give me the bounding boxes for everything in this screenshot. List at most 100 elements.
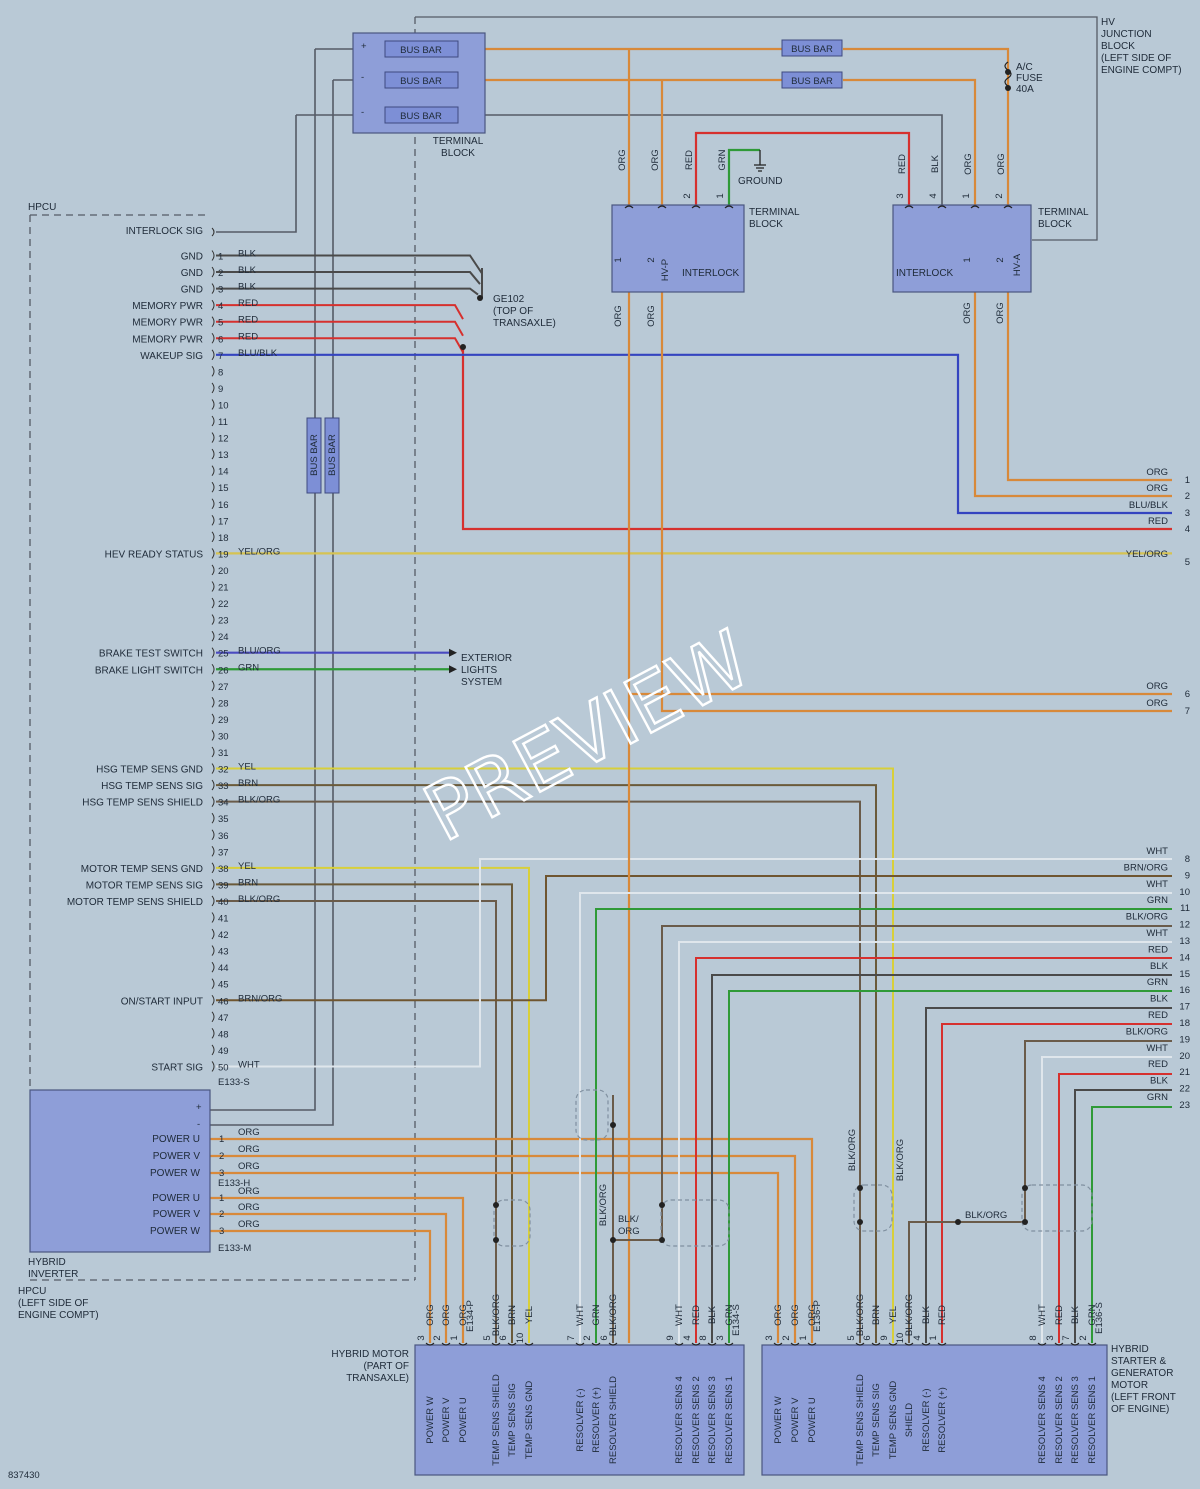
bus-bar-vertical-1 — [200, 49, 316, 1111]
arrow-icon — [449, 648, 457, 657]
component-pin-name: TEMP SENS SHIELD — [491, 1374, 502, 1466]
terminal-pin — [1003, 205, 1013, 209]
shield-outline — [1021, 1184, 1093, 1232]
bus-bar-label: BUS BAR — [327, 434, 338, 476]
pin-number: 6 — [218, 334, 223, 345]
wire-color-label: RED — [684, 150, 695, 170]
component-pin — [855, 1342, 865, 1346]
hv-junction-frame — [415, 16, 1098, 241]
wire-color-label: ORG — [238, 1186, 260, 1197]
pin-number: 3 — [218, 285, 223, 296]
pin-number: 1 — [928, 1335, 939, 1340]
gnd-wire-2 — [216, 271, 481, 285]
arrow-icon — [449, 665, 457, 674]
wire-color-label: BLK/ORG — [855, 1294, 866, 1336]
hpcu-pin-name: START SIG — [151, 1062, 203, 1073]
wire-color-label: BRN — [238, 877, 258, 888]
hsg-resolver-s3 — [1074, 1089, 1172, 1343]
component-pin-name: POWER U — [807, 1397, 818, 1443]
component-pin — [608, 1342, 618, 1346]
pin-number: 28 — [218, 698, 229, 709]
shield-outline — [575, 1089, 609, 1141]
wire-color-label: ORG — [807, 1304, 818, 1326]
hsg-shield-b — [908, 1221, 958, 1343]
wire-color-label: GRN — [724, 1304, 735, 1325]
pin-number: 32 — [218, 765, 229, 776]
component-pin-name: RESOLVER SHIELD — [608, 1376, 619, 1464]
right-pin-number: 11 — [1180, 903, 1190, 914]
shield-wire-label: ORG — [618, 1226, 640, 1237]
component-pin — [807, 1342, 817, 1346]
hpcu-label: HPCU — [28, 202, 56, 213]
wire-color-label: YEL — [524, 1306, 535, 1324]
wire-color-label: ORG — [441, 1304, 452, 1326]
hpcu-location-label: (LEFT SIDE OF — [18, 1298, 88, 1309]
terminal-block-label: BLOCK — [1038, 219, 1072, 230]
pin-number: 46 — [218, 996, 229, 1007]
pin-number: 6 — [498, 1335, 509, 1340]
bus-bar-right — [781, 71, 843, 89]
pin-number: 45 — [218, 980, 229, 991]
right-wire-label: WHT — [1146, 879, 1168, 890]
inverter-pin-name: POWER V — [153, 1151, 201, 1162]
right-wire-label: ORG — [1146, 483, 1168, 494]
wire-color-label: ORG — [458, 1304, 469, 1326]
hsg-label: (LEFT FRONT — [1111, 1392, 1176, 1403]
right-pin-number: 16 — [1179, 985, 1190, 996]
pin-number: 2 — [1078, 1335, 1089, 1340]
inverter-pin-name: POWER U — [152, 1134, 200, 1145]
splice-dot — [955, 1219, 961, 1225]
wire-color-label: ORG — [617, 149, 628, 171]
component-pin — [441, 1342, 451, 1346]
component-pin-name: RESOLVER SENS 3 — [1070, 1376, 1081, 1463]
polarity-label: + — [361, 41, 367, 52]
pin-number: 50 — [218, 1062, 229, 1073]
ac-fuse-wire — [843, 47, 1010, 205]
pin-number: 47 — [218, 1013, 229, 1024]
wire-color-label: BLK/ORG — [238, 795, 280, 806]
component-pin — [724, 1342, 734, 1346]
fuse-label: 40A — [1016, 84, 1034, 95]
pin-number: 5 — [482, 1335, 493, 1340]
component-pin-name: TEMP SENS SHIELD — [855, 1374, 866, 1466]
pin-number: 38 — [218, 864, 229, 875]
pin-number: 8 — [218, 367, 223, 378]
right-wire-label: ORG — [1146, 467, 1168, 478]
hv-junction-label: JUNCTION — [1101, 29, 1152, 40]
pin-number: 15 — [218, 483, 229, 494]
motor-temp-gnd-wire — [216, 866, 530, 1343]
memory-pwr-splice — [460, 344, 466, 350]
component-pin-name: RESOLVER SENS 1 — [1087, 1376, 1098, 1463]
polarity-label: + — [196, 1102, 202, 1113]
bus-bar-right — [781, 39, 843, 57]
wakeup-wire — [216, 353, 1172, 515]
memory-pwr-trunk — [461, 347, 1172, 531]
hsg-label: GENERATOR — [1111, 1368, 1173, 1379]
wire-color-label: RED — [937, 1305, 948, 1325]
wire-color-label: ORG — [650, 149, 661, 171]
pin-number: 39 — [218, 880, 229, 891]
wire-color-label: BLK — [238, 265, 257, 276]
ge102-label: (TOP OF — [493, 306, 533, 317]
terminal-block-2 — [892, 204, 1032, 293]
exterior-lights-label: LIGHTS — [461, 665, 497, 676]
pin-number: 11 — [218, 417, 228, 428]
component-pin — [1087, 1342, 1097, 1346]
inverter-label: HYBRID — [28, 1257, 66, 1268]
pin-number: 31 — [218, 748, 229, 759]
hpcu-pin-name: ON/START INPUT — [121, 996, 203, 1007]
right-wire-label: ORG — [1146, 681, 1168, 692]
hpcu-pin-name: MEMORY PWR — [132, 301, 203, 312]
right-wire-label: BLU/BLK — [1129, 500, 1169, 511]
hybrid-motor-label: TRANSAXLE) — [346, 1373, 409, 1384]
hsg-resolver-pos — [941, 1023, 1172, 1343]
pin-number: 17 — [218, 516, 229, 527]
bus-bar-label: BUS BAR — [400, 45, 442, 56]
wire-color-label: BLK/ORG — [491, 1294, 502, 1336]
wire-color-label: BLU/BLK — [238, 348, 278, 359]
splice-dot — [610, 1122, 616, 1128]
component-pin-name: SHIELD — [904, 1403, 915, 1437]
tb1-ground-wire — [727, 148, 760, 205]
pin-number: 14 — [218, 467, 229, 478]
hv-junction-label: ENGINE COMPT) — [1101, 65, 1182, 76]
